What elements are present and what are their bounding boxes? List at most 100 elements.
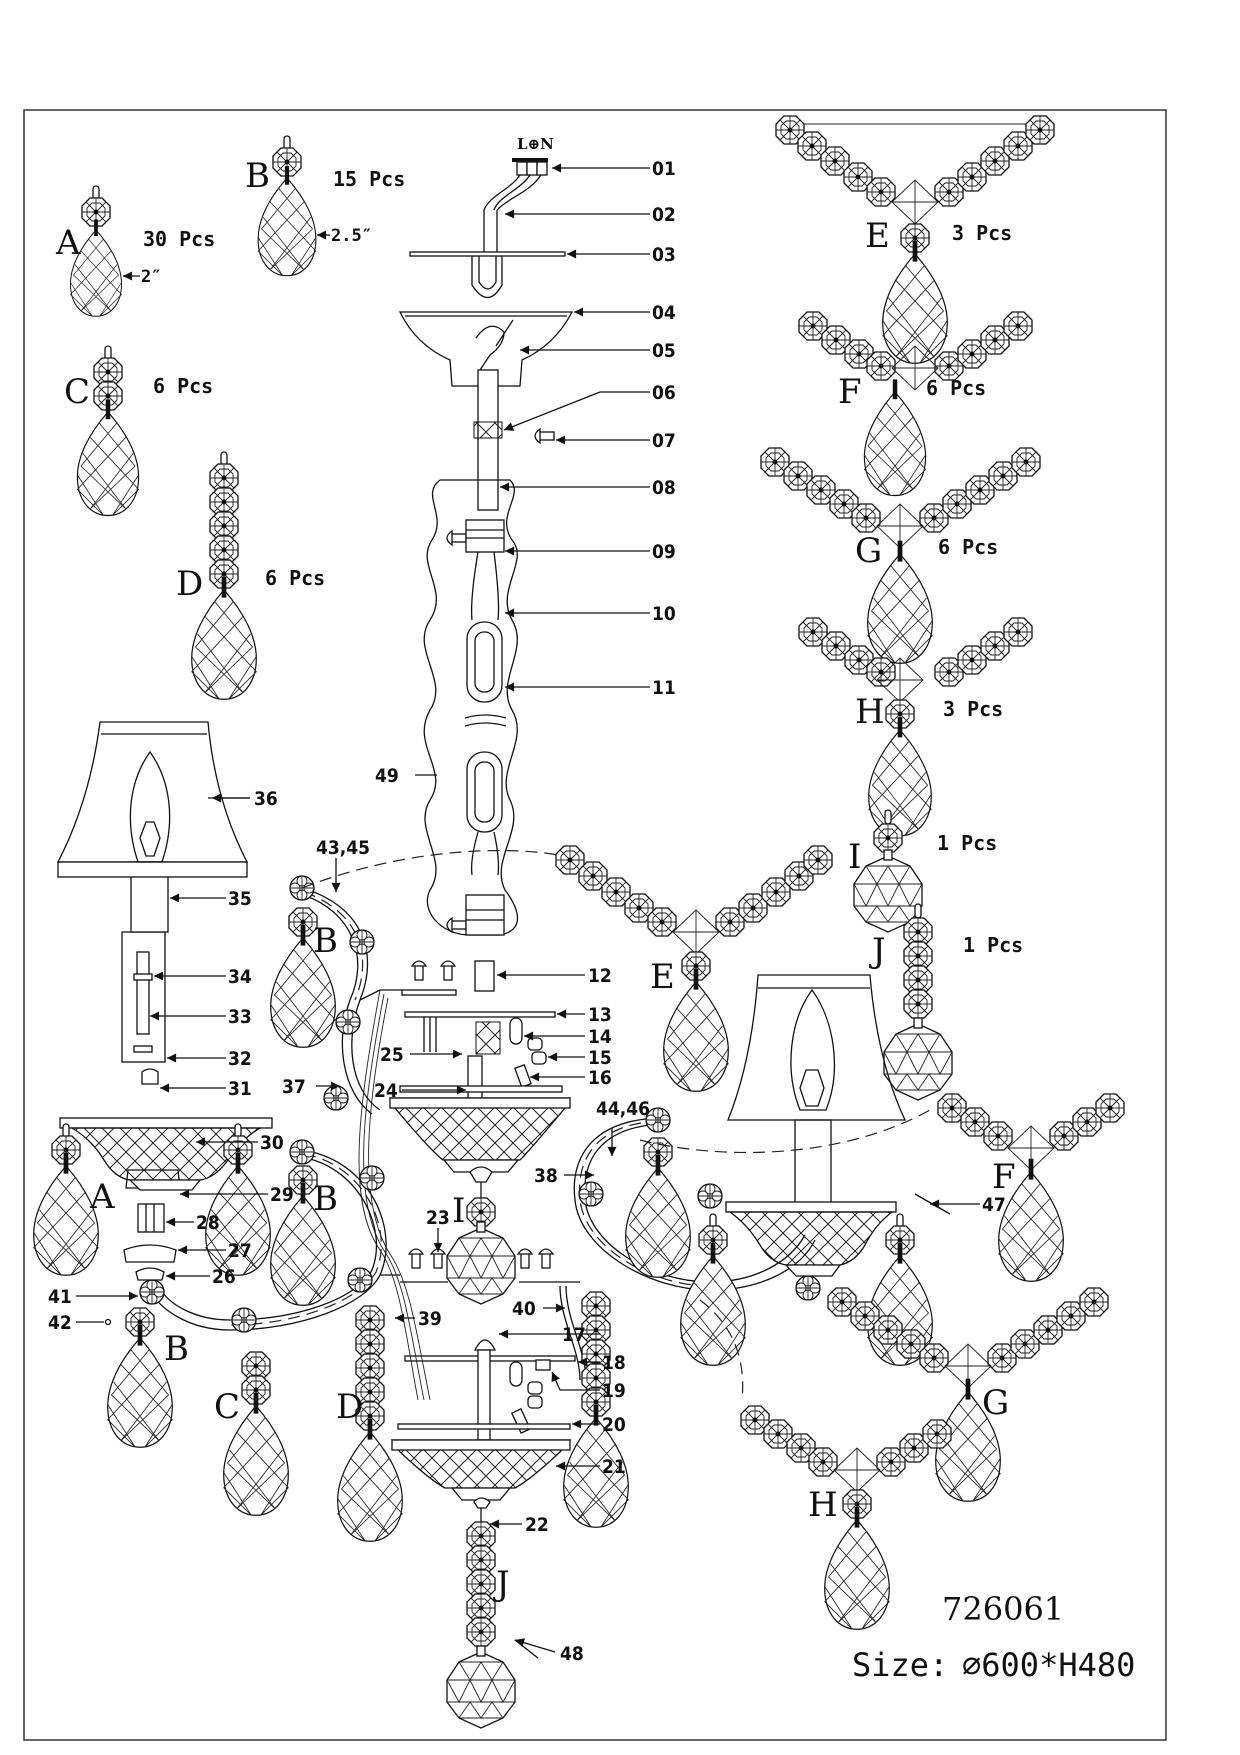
right-candle-lamp <box>680 974 933 1366</box>
assembly-letter-h: H <box>808 1485 838 1525</box>
part-39: 39 <box>418 1308 442 1330</box>
assembly-letter-d: D <box>336 1387 363 1427</box>
terminal-block: L⊕N <box>483 135 554 252</box>
part-34: 34 <box>228 966 252 988</box>
part-15: 15 <box>588 1047 612 1069</box>
part-04: 04 <box>652 302 676 324</box>
part-08: 08 <box>652 477 676 499</box>
crystal-a-qty: 30 Pcs <box>143 227 215 251</box>
crystal-a-dimension: 2″ <box>141 267 161 287</box>
upper-hardware <box>401 960 556 1107</box>
ceiling-plate <box>409 251 566 299</box>
crystal-i-qty: 1 Pcs <box>937 831 997 855</box>
swag-h-assembled: H <box>699 1299 952 1630</box>
crystal-d-qty: 6 Pcs <box>265 566 325 590</box>
part-03: 03 <box>652 244 676 266</box>
part-23: 23 <box>426 1207 450 1229</box>
part-20: 20 <box>602 1414 626 1436</box>
assembly-letter-j: J <box>493 1564 510 1604</box>
part-17: 17 <box>562 1324 586 1346</box>
part-24: 24 <box>374 1080 398 1102</box>
part-35: 35 <box>228 888 252 910</box>
crystal-h-letter: H <box>855 692 885 732</box>
part-37: 37 <box>282 1076 306 1098</box>
left-wires <box>358 989 431 1401</box>
part-callouts: 01 02 03 04 05 06 07 08 09 10 11 49 12 1… <box>48 158 1006 1665</box>
crystal-b-dimension: 2.5″ <box>331 226 372 246</box>
part-28: 28 <box>196 1212 220 1234</box>
part-43-45: 43,45 <box>316 837 370 859</box>
lower-hardware <box>397 1339 576 1441</box>
left-arm-bowl: A <box>33 1117 273 1276</box>
size-label: Size: <box>852 1646 948 1684</box>
part-06: 06 <box>652 382 676 404</box>
part-32: 32 <box>228 1048 252 1070</box>
crystal-h-qty: 3 Pcs <box>943 697 1003 721</box>
swag-f-assembled: F <box>639 1093 1125 1282</box>
part-11: 11 <box>652 677 676 699</box>
part-14: 14 <box>588 1026 612 1048</box>
crystal-g-legend: G 6 Pcs <box>760 447 1041 664</box>
crystal-h-legend: H 3 Pcs <box>798 617 1033 837</box>
terminal-label: L⊕N <box>517 135 554 153</box>
mid-screws <box>400 1248 580 1283</box>
assembly-letter-i: I <box>452 1191 465 1231</box>
crystal-b-legend: B 15 Pcs 2.5″ <box>245 135 405 277</box>
part-47: 47 <box>982 1194 1006 1216</box>
part-40: 40 <box>512 1298 536 1320</box>
crystal-j-letter: J <box>869 931 886 971</box>
assembly-letter-b-1: B <box>313 921 338 961</box>
part-29: 29 <box>270 1184 294 1206</box>
crystal-c-qty: 6 Pcs <box>153 374 213 398</box>
part-10: 10 <box>652 603 676 625</box>
assembly-letter-c: C <box>214 1387 240 1427</box>
crystal-d-letter: D <box>176 564 203 604</box>
crystal-a-legend: A 30 Pcs 2″ <box>55 185 215 317</box>
center-ball-i: I <box>446 1191 516 1305</box>
part-49: 49 <box>375 765 399 787</box>
part-22: 22 <box>525 1514 549 1536</box>
upper-bowl <box>388 1085 572 1200</box>
chain <box>464 519 507 936</box>
drawing-border <box>23 109 1167 1741</box>
bottom-pendant-j: J <box>446 1521 516 1729</box>
model-number: 726061 <box>942 1590 1064 1628</box>
crystal-g-letter: G <box>855 531 882 571</box>
part-09: 09 <box>652 541 676 563</box>
assembly-letter-f: F <box>992 1157 1016 1197</box>
crystal-c-letter: C <box>64 372 90 412</box>
swag-e-assembled: E <box>301 845 833 1092</box>
crystal-i-letter: I <box>848 837 861 877</box>
down-rod <box>473 369 555 511</box>
left-cup-parts <box>104 1169 181 1326</box>
canopy <box>398 311 574 387</box>
part-27: 27 <box>228 1240 252 1262</box>
crystal-f-letter: F <box>838 372 862 412</box>
part-36: 36 <box>254 788 278 810</box>
size-value: ⌀600*H480 <box>962 1646 1135 1684</box>
left-candle-lamp <box>56 721 249 1085</box>
part-48: 48 <box>560 1643 584 1665</box>
part-05: 05 <box>652 340 676 362</box>
part-21: 21 <box>602 1456 626 1478</box>
crystal-e-letter: E <box>865 216 890 256</box>
crystal-i-legend: I 1 Pcs <box>848 809 997 933</box>
part-12: 12 <box>588 965 612 987</box>
assembly-letter-b-3: B <box>164 1329 189 1369</box>
crystal-j-legend: J 1 Pcs <box>869 903 1023 1101</box>
crystal-a-letter: A <box>55 223 81 263</box>
crystal-b-qty: 15 Pcs <box>333 167 405 191</box>
part-19: 19 <box>602 1380 626 1402</box>
assembly-letter-a: A <box>89 1177 115 1217</box>
crystal-e-legend: E 3 Pcs <box>775 115 1055 364</box>
crystal-e-qty: 3 Pcs <box>952 221 1012 245</box>
part-13: 13 <box>588 1004 612 1026</box>
assembly-letter-e: E <box>650 957 675 997</box>
lower-left-arm: B B C D <box>107 1139 403 1542</box>
part-16: 16 <box>588 1067 612 1089</box>
part-44-46: 44,46 <box>596 1098 650 1120</box>
crystal-d-legend: D 6 Pcs <box>176 451 325 700</box>
crystal-g-qty: 6 Pcs <box>938 535 998 559</box>
part-41: 41 <box>48 1286 72 1308</box>
lower-bowl <box>390 1439 572 1522</box>
